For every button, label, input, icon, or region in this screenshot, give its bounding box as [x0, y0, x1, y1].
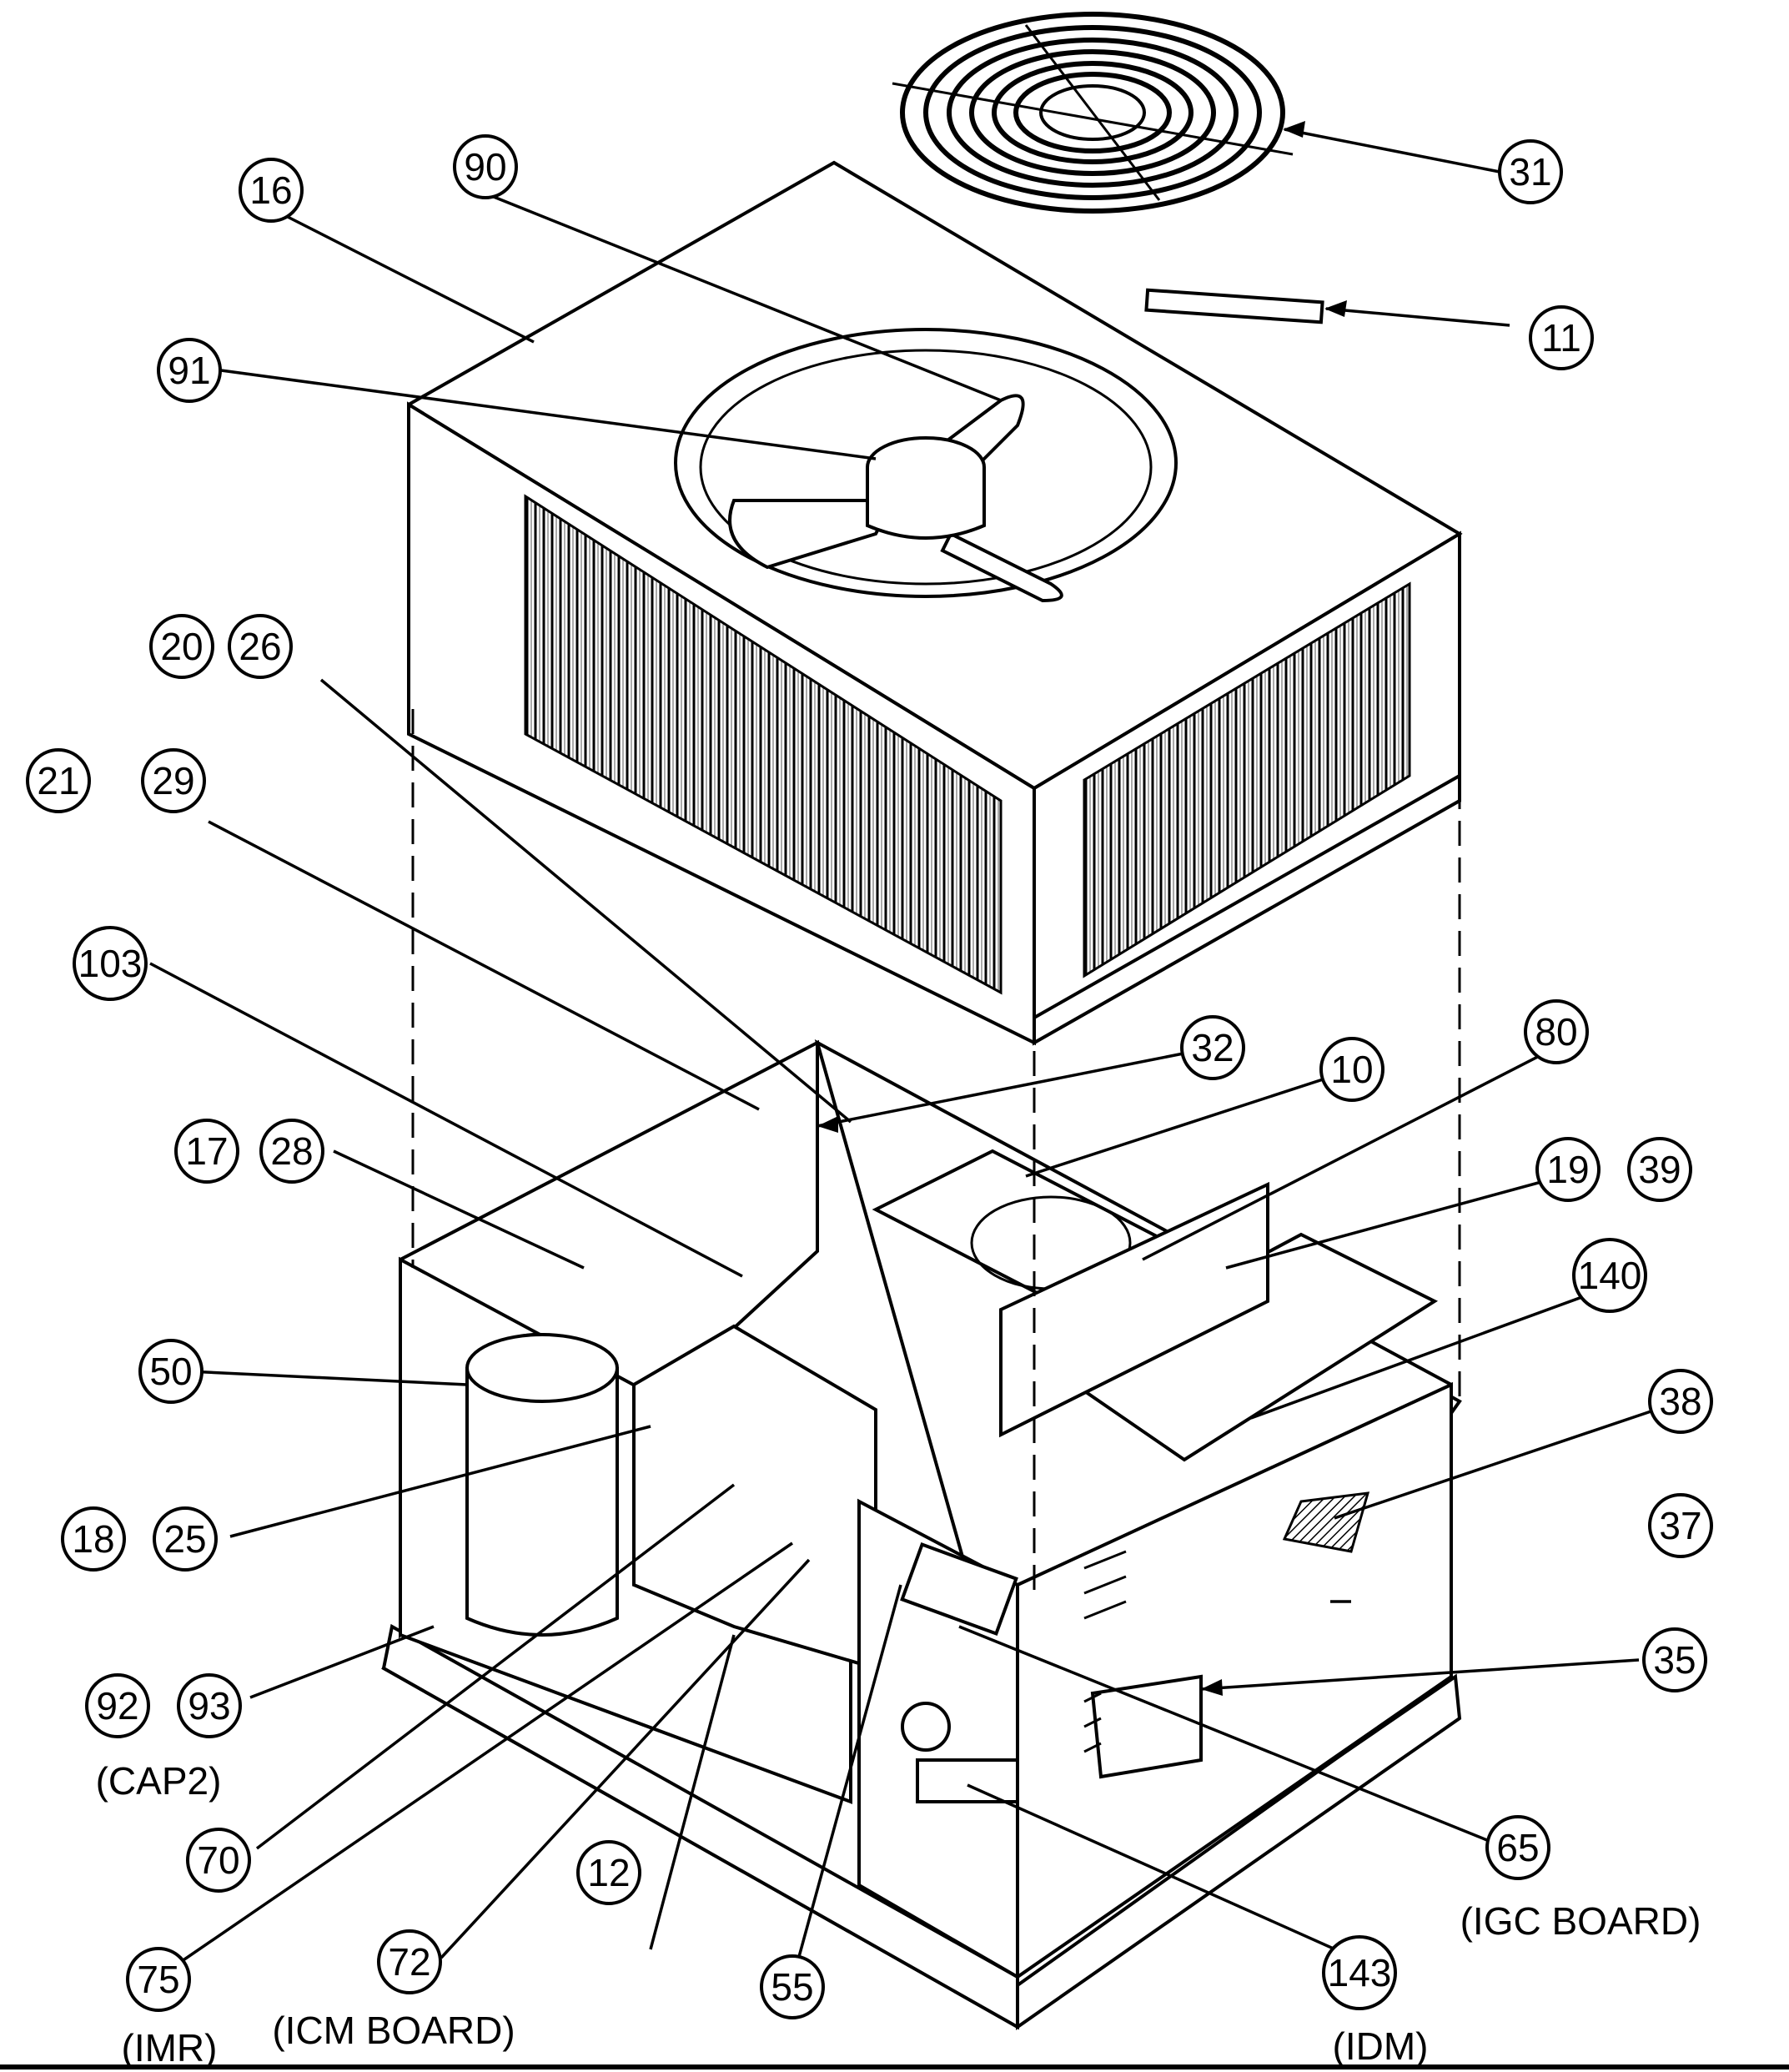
callout-label: 21 — [37, 759, 79, 802]
callout-25: 25 — [153, 1506, 218, 1572]
callout-label: 16 — [249, 168, 292, 212]
callout-93: 93 — [177, 1673, 242, 1738]
callout-16: 16 — [239, 158, 304, 223]
callout-label: 72 — [388, 1940, 430, 1984]
callout-140: 140 — [1572, 1238, 1647, 1313]
callout-label: 91 — [168, 349, 210, 392]
note-igc-board: (IGC BOARD) — [1460, 1899, 1701, 1943]
callout-label: 17 — [185, 1129, 228, 1173]
callout-11: 11 — [1529, 305, 1594, 370]
callout-29: 29 — [141, 748, 206, 813]
callout-label: 35 — [1653, 1638, 1696, 1682]
callout-label: 92 — [96, 1684, 138, 1728]
callout-label: 65 — [1496, 1826, 1539, 1869]
callout-18: 18 — [61, 1506, 126, 1572]
callout-label: 26 — [239, 625, 281, 668]
note-idm: (IDM) — [1333, 2024, 1429, 2068]
callout-50: 50 — [138, 1339, 204, 1404]
callout-label: 140 — [1578, 1254, 1642, 1297]
rain-shield-strip — [1144, 288, 1324, 324]
callout-12: 12 — [576, 1840, 641, 1905]
callout-143: 143 — [1322, 1935, 1397, 2010]
callout-label: 19 — [1546, 1148, 1589, 1191]
callout-label: 90 — [464, 145, 506, 189]
callout-notes: (CAP2) (IGC BOARD) (IMR) (ICM BOARD) (ID… — [96, 1759, 1701, 2069]
callout-label: 25 — [163, 1517, 206, 1561]
note-icm-board: (ICM BOARD) — [272, 2009, 515, 2052]
callout-circles: 31 16 90 11 91 20 26 21 29 103 32 10 80 … — [26, 134, 1713, 2019]
callout-label: 55 — [771, 1965, 813, 2009]
callout-39: 39 — [1627, 1137, 1692, 1202]
callout-90: 90 — [453, 134, 518, 199]
callout-31: 31 — [1498, 139, 1563, 204]
callout-103: 103 — [73, 926, 148, 1001]
callout-75: 75 — [126, 1947, 191, 2012]
callout-label: 37 — [1659, 1504, 1701, 1547]
callout-label: 12 — [587, 1851, 630, 1894]
callout-label: 143 — [1328, 1951, 1392, 1994]
callout-72: 72 — [377, 1929, 442, 1994]
callout-55: 55 — [760, 1954, 825, 2019]
callout-label: 31 — [1509, 150, 1551, 194]
callout-91: 91 — [157, 338, 222, 403]
top-cover-assembly — [407, 160, 1463, 1046]
callout-label: 70 — [197, 1838, 239, 1882]
base-unit-assembly — [381, 1039, 1462, 2030]
callout-35: 35 — [1642, 1627, 1707, 1692]
leader-lines — [149, 121, 1681, 1982]
callout-label: 103 — [78, 942, 143, 985]
callout-70: 70 — [186, 1828, 251, 1893]
callout-38: 38 — [1648, 1369, 1713, 1434]
callout-label: 11 — [1541, 316, 1581, 360]
fan-grille — [892, 12, 1294, 214]
alignment-lines — [411, 709, 1461, 1593]
callout-21: 21 — [26, 748, 91, 813]
callout-10: 10 — [1319, 1037, 1384, 1102]
callout-19: 19 — [1535, 1137, 1601, 1202]
note-imr: (IMR) — [122, 2026, 218, 2069]
callout-28: 28 — [259, 1119, 324, 1184]
callout-label: 38 — [1659, 1380, 1701, 1423]
callout-37: 37 — [1648, 1493, 1713, 1558]
callout-92: 92 — [85, 1673, 150, 1738]
callout-label: 75 — [137, 1958, 179, 2001]
callout-26: 26 — [228, 614, 293, 679]
callout-label: 50 — [149, 1350, 192, 1393]
callout-label: 32 — [1191, 1026, 1234, 1069]
callout-label: 10 — [1330, 1048, 1373, 1091]
callout-label: 39 — [1638, 1148, 1681, 1191]
note-cap2: (CAP2) — [96, 1759, 222, 1803]
callout-label: 28 — [270, 1129, 313, 1173]
callout-80: 80 — [1524, 999, 1589, 1064]
callout-17: 17 — [174, 1119, 239, 1184]
callout-label: 20 — [160, 625, 203, 668]
callout-32: 32 — [1180, 1015, 1245, 1080]
callout-label: 80 — [1535, 1010, 1577, 1054]
hatched-label — [1282, 1491, 1370, 1553]
callout-label: 18 — [72, 1517, 114, 1561]
callout-65: 65 — [1485, 1815, 1550, 1880]
callout-label: 93 — [188, 1684, 230, 1728]
callout-label: 29 — [152, 759, 194, 802]
callout-20: 20 — [149, 614, 214, 679]
